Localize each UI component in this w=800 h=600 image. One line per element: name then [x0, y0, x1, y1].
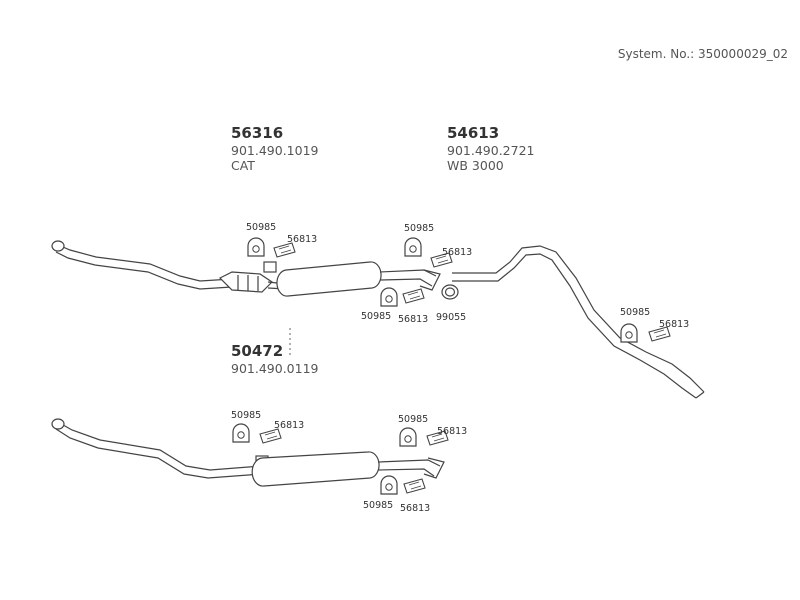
part-note: WB 3000	[447, 158, 504, 174]
bracket-icon	[273, 242, 296, 258]
hanger-icon	[399, 427, 417, 447]
tail-pipe	[452, 245, 705, 399]
oe-number: 901.490.1019	[231, 142, 319, 158]
label-56813: 56813	[659, 319, 689, 330]
oe-number: 901.490.0119	[231, 360, 319, 376]
bracket-icon	[259, 428, 282, 444]
part-note: CAT	[231, 158, 255, 174]
label-56813: 56813	[287, 234, 317, 245]
label-50985: 50985	[231, 410, 261, 421]
hanger-icon	[404, 237, 422, 257]
label-56813: 56813	[437, 426, 467, 437]
label-50985: 50985	[361, 311, 391, 322]
label-50985: 50985	[246, 222, 276, 233]
bracket-icon	[403, 478, 426, 494]
part-54613-label: 54613 901.490.2721 WB 3000	[447, 124, 534, 174]
label-50985: 50985	[363, 500, 393, 511]
part-50472-label: 50472 901.490.0119	[231, 342, 318, 376]
label-50985: 50985	[620, 307, 650, 318]
system-number: System. No.: 350000029_02	[617, 47, 788, 61]
hanger-icon	[380, 475, 398, 495]
label-99055: 99055	[436, 312, 466, 323]
muffler-50472	[251, 451, 445, 487]
part-number: 50472	[231, 342, 284, 360]
part-number: 54613	[447, 124, 500, 142]
part-number: 56316	[231, 124, 284, 142]
label-56813: 56813	[400, 503, 430, 514]
part-56316-label: 56316 901.490.1019 CAT	[231, 124, 318, 174]
hanger-icon	[620, 323, 638, 343]
label-56813: 56813	[442, 247, 472, 258]
clamp-icon	[441, 284, 459, 300]
bracket-icon	[402, 288, 425, 304]
label-50985: 50985	[398, 414, 428, 425]
hanger-icon	[247, 237, 265, 257]
label-56813: 56813	[398, 314, 428, 325]
label-56813: 56813	[274, 420, 304, 431]
oe-number: 901.490.2721	[447, 142, 535, 158]
label-50985: 50985	[404, 223, 434, 234]
hanger-icon	[232, 423, 250, 443]
front-pipe-56316	[51, 240, 287, 293]
hanger-icon	[380, 287, 398, 307]
muffler-54613	[263, 261, 441, 297]
